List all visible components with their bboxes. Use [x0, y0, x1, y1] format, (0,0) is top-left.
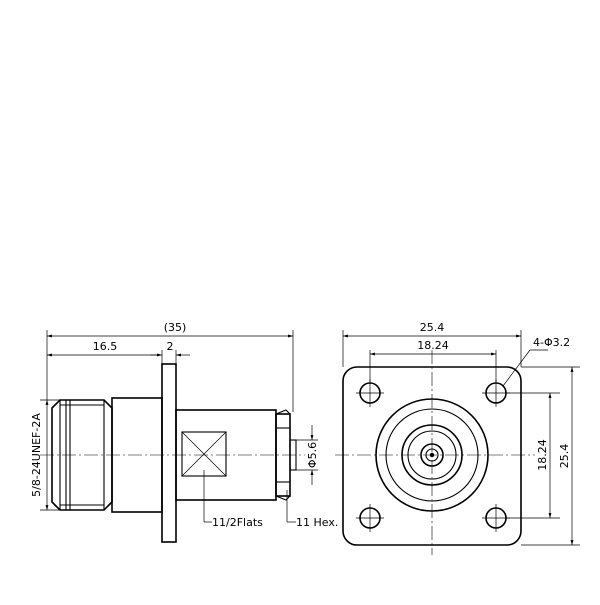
hole-note: 4-Φ3.2 [533, 336, 570, 349]
flange-outline [342, 366, 522, 546]
coupling-nut [51, 399, 113, 511]
wrench-flats [181, 431, 227, 477]
dim-overall-length: (35) [164, 321, 187, 334]
pin-diameter: Φ5.6 [306, 442, 319, 468]
flats-note: 11/2Flats [212, 516, 263, 529]
dim-flange-height: 25.4 [558, 444, 571, 469]
hex-note: 11 Hex. [296, 516, 338, 529]
leader-holes [502, 349, 531, 387]
flange [161, 363, 177, 543]
side-view: (35) 16.5 2 5/8-24UNEF-2A Φ5.6 11/2Flats… [30, 321, 338, 543]
connector-face [375, 398, 489, 512]
dim-flange-thickness: 2 [167, 340, 174, 353]
front-view: 25.4 18.24 4-Φ3.2 18.24 25.4 [335, 321, 580, 555]
dim-body-length: 16.5 [93, 340, 118, 353]
dim-flange-width: 25.4 [420, 321, 445, 334]
dim-hole-spacing-h: 18.24 [417, 339, 449, 352]
thread-spec: 5/8-24UNEF-2A [30, 413, 43, 497]
dim-hole-spacing-v: 18.24 [536, 439, 549, 471]
terminal-stub [289, 439, 297, 471]
